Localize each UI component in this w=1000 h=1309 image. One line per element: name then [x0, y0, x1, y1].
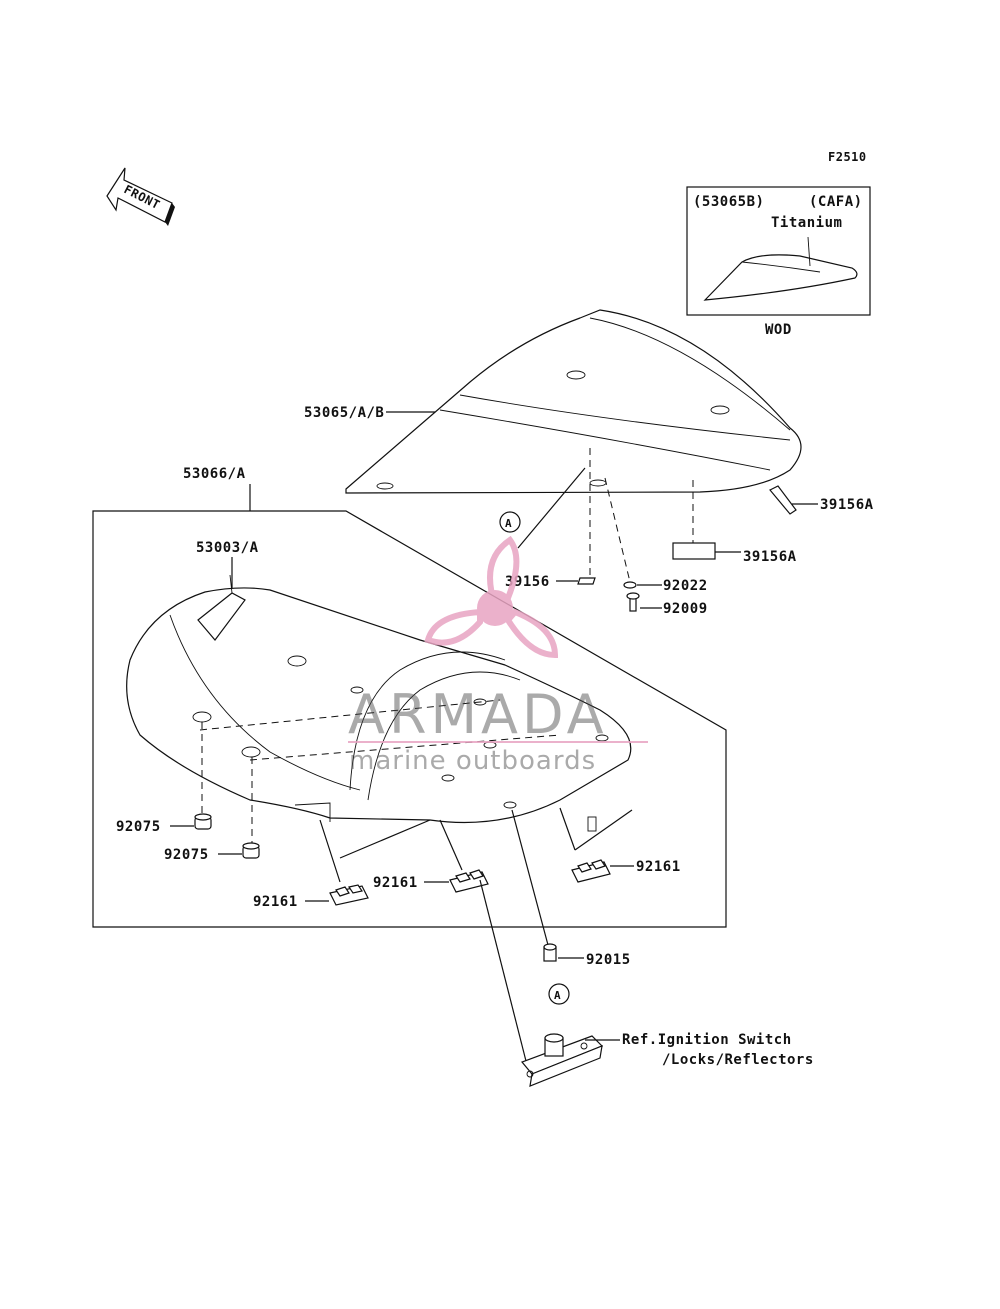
label-bolt: 92009: [663, 601, 708, 617]
callout-a-top: [499, 511, 521, 533]
label-collar: 92015: [586, 952, 631, 968]
inset-code: (CAFA): [809, 194, 863, 210]
label-stopper-3: 92161: [636, 859, 681, 875]
stopper-1: [329, 884, 369, 906]
label-seat-cover: 53003/A: [196, 540, 259, 556]
label-damper-2: 92075: [164, 847, 209, 863]
stopper-3: [571, 859, 611, 883]
inset-caption: WOD: [765, 322, 792, 338]
bolt: [626, 592, 640, 612]
label-washer: 92022: [663, 578, 708, 594]
damper-2: [242, 842, 260, 859]
inset-part-number: (53065B): [693, 194, 764, 210]
callout-a-bottom-text: A: [554, 989, 561, 1002]
label-seat-assy: 53066/A: [183, 466, 246, 482]
damper-1: [194, 813, 212, 830]
label-emblem-a: 39156A: [820, 497, 874, 513]
inset-color: Titanium: [771, 215, 842, 231]
ignition-lock: [520, 1033, 604, 1087]
collar: [543, 943, 557, 962]
callout-a-top-text: A: [505, 517, 512, 530]
stopper-2: [449, 869, 489, 893]
armada-watermark: ARMADA marine outboards: [348, 535, 648, 776]
callout-a-bottom: [548, 983, 570, 1005]
propeller-logo-icon: [424, 535, 559, 659]
label-stopper-2: 92161: [373, 875, 418, 891]
color-inset: (53065B) (CAFA) Titanium WOD: [686, 186, 871, 338]
seat-assembly-frame: [92, 510, 727, 928]
figure-code: F2510: [828, 150, 867, 164]
label-ref-line2: /Locks/Reflectors: [662, 1052, 814, 1068]
label-stopper-1: 92161: [253, 894, 298, 910]
emblem-upper: [769, 485, 797, 515]
seat-cowl: [345, 309, 802, 494]
emblem-plate: [672, 542, 716, 560]
label-ref-line1: Ref.Ignition Switch: [622, 1032, 792, 1048]
label-damper-1: 92075: [116, 819, 161, 835]
watermark-subtitle: marine outboards: [349, 746, 596, 776]
emblem-small: [577, 577, 596, 585]
watermark-title: ARMADA: [348, 683, 608, 746]
front-arrow-icon: FRONT: [106, 167, 175, 226]
label-emblem-b: 39156A: [743, 549, 797, 565]
label-cowl: 53065/A/B: [304, 405, 384, 421]
washer: [623, 581, 637, 589]
